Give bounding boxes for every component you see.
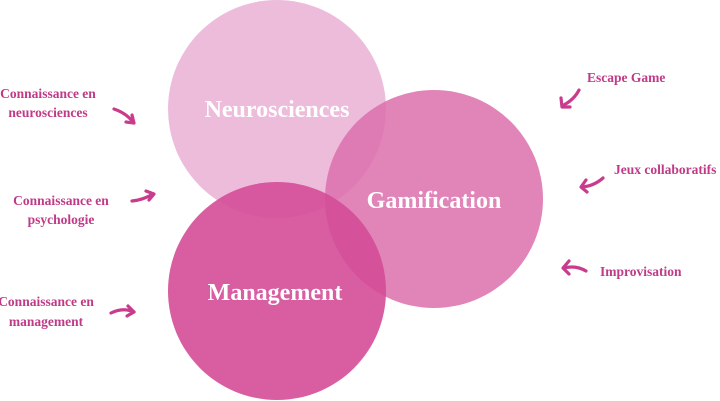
arrow-psychologie-icon: [130, 189, 156, 203]
right-label-escape-game: Escape Game: [587, 70, 665, 85]
neurosciences-label: Neurosciences: [205, 97, 350, 123]
gamification-label: Gamification: [367, 188, 502, 214]
arrow-management-icon: [109, 304, 136, 318]
left-label-psychologie-line2: psychologie: [28, 212, 95, 227]
right-label-jeux-collaboratifs: Jeux collaboratifs: [614, 162, 716, 177]
left-label-psychologie: Connaissance en psychologie: [13, 193, 109, 227]
right-label-improvisation: Improvisation: [600, 264, 682, 279]
left-label-psychologie-line1: Connaissance en: [13, 193, 109, 208]
gamification-circle: [325, 90, 543, 308]
arrow-escape-game-icon: [559, 88, 581, 109]
left-label-neurosciences-line2: neurosciences: [8, 105, 87, 120]
management-label: Management: [208, 280, 343, 306]
arrow-jeux-collaboratifs-icon: [579, 176, 605, 194]
management-circle: [168, 182, 386, 400]
left-label-management: Connaissance en management: [0, 294, 94, 329]
left-label-neurosciences-line1: Connaissance en: [0, 86, 96, 101]
left-label-management-line1: Connaissance en: [0, 294, 94, 309]
left-label-neurosciences: Connaissance en neurosciences: [0, 86, 96, 120]
left-label-management-line2: management: [9, 314, 84, 329]
arrow-improvisation-icon: [561, 259, 588, 276]
arrow-neurosciences-icon: [112, 107, 136, 125]
